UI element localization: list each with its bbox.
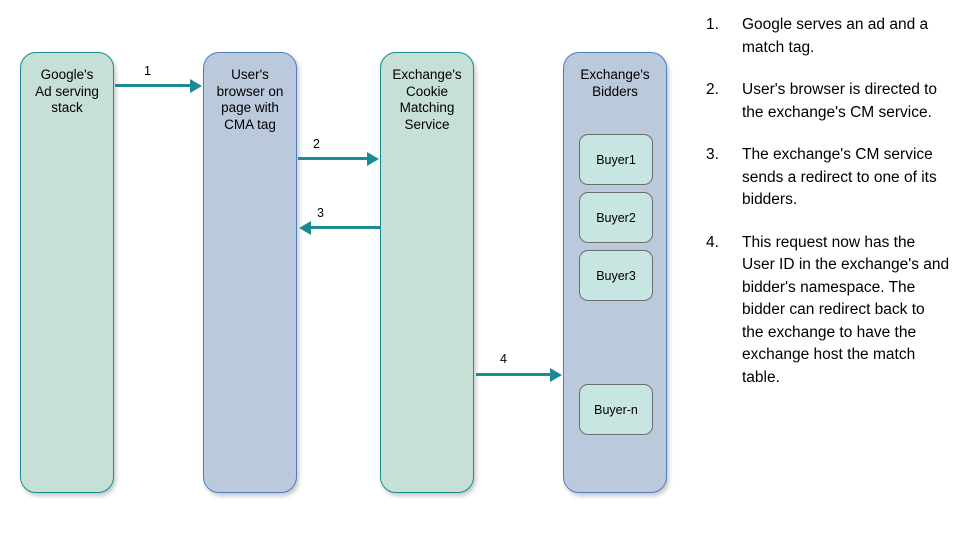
- lane-label: Exchange's Bidders: [580, 67, 650, 99]
- lane-label: User's browser on page with CMA tag: [216, 67, 284, 132]
- arrow-label-1: 1: [144, 64, 151, 78]
- step-text: This request now has the User ID in the …: [742, 233, 950, 386]
- arrow-label-2: 2: [313, 137, 320, 151]
- buyer-box[interactable]: Buyer2: [579, 192, 653, 243]
- lane-exchange-bidders[interactable]: Exchange's Bidders Buyer1 Buyer2 Buyer3 …: [563, 52, 667, 493]
- step-text: User's browser is directed to the exchan…: [742, 81, 938, 121]
- lane-user-browser[interactable]: User's browser on page with CMA tag: [203, 52, 297, 493]
- arrow-label-4: 4: [500, 352, 507, 366]
- list-item: 4. This request now has the User ID in t…: [706, 232, 950, 390]
- list-item: 2. User's browser is directed to the exc…: [706, 79, 950, 124]
- list-item: 1. Google serves an ad and a match tag.: [706, 14, 950, 59]
- step-number: 4.: [706, 233, 719, 251]
- step-text: Google serves an ad and a match tag.: [742, 16, 929, 56]
- step-number: 2.: [706, 81, 719, 98]
- arrow-cms-to-bidders-icon: [476, 367, 562, 382]
- cookie-matching-flow-diagram: Google's Ad serving stack User's browser…: [20, 52, 667, 493]
- step-text: The exchange's CM service sends a redire…: [742, 146, 937, 208]
- steps-list: 1. Google serves an ad and a match tag. …: [706, 14, 950, 409]
- arrow-cms-to-browser-icon: [299, 220, 380, 235]
- arrow-google-to-browser-icon: [115, 78, 202, 93]
- lane-label: Exchange's Cookie Matching Service: [392, 67, 462, 132]
- lane-exchange-cookie-matching-service[interactable]: Exchange's Cookie Matching Service: [380, 52, 474, 493]
- step-number: 1.: [706, 16, 719, 33]
- list-item: 3. The exchange's CM service sends a red…: [706, 144, 950, 212]
- arrow-browser-to-cms-icon: [298, 151, 379, 166]
- step-number: 3.: [706, 146, 719, 163]
- buyer-box[interactable]: Buyer-n: [579, 384, 653, 435]
- lane-google-ad-serving-stack[interactable]: Google's Ad serving stack: [20, 52, 114, 493]
- arrow-label-3: 3: [317, 206, 324, 220]
- lane-label: Google's Ad serving stack: [35, 67, 99, 115]
- buyer-box[interactable]: Buyer3: [579, 250, 653, 301]
- buyer-box[interactable]: Buyer1: [579, 134, 653, 185]
